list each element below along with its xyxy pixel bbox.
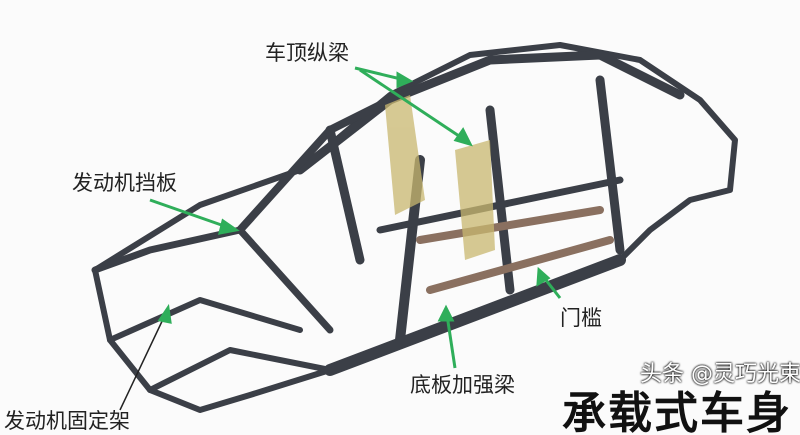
label-roof-rail: 车顶纵梁 — [265, 41, 349, 65]
label-engine-mount: 发动机固定架 — [4, 409, 130, 433]
label-sill: 门槛 — [560, 306, 602, 330]
diagram-title: 承载式车身 — [562, 388, 792, 435]
label-floor-beam: 底板加强梁 — [410, 373, 515, 397]
callout-arrows — [119, 66, 562, 411]
label-firewall: 发动机挡板 — [72, 171, 177, 195]
watermark: 头条 @灵巧光束 — [640, 362, 800, 387]
